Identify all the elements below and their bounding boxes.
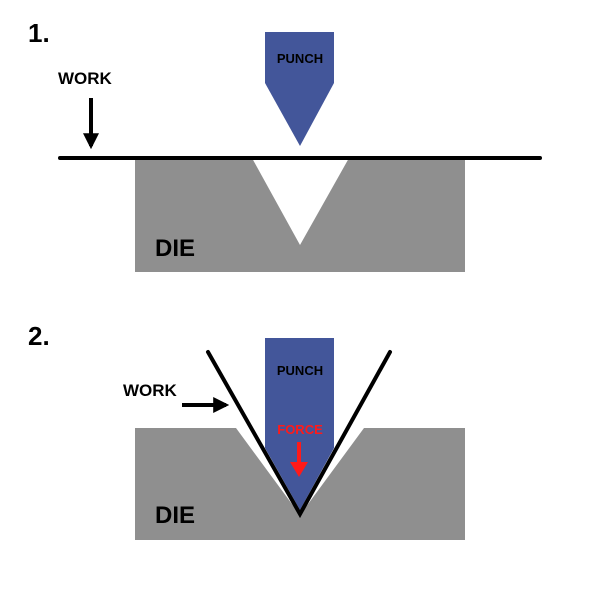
punch-label-step-1: PUNCH — [277, 51, 323, 66]
die-label-step-2: DIE — [155, 502, 195, 529]
work-label-step-1: WORK — [58, 69, 113, 88]
work-sheet-step-2 — [206, 350, 392, 519]
step-2-number: 2. — [28, 321, 50, 351]
work-label-step-2: WORK — [123, 381, 178, 400]
force-label: FORCE — [277, 422, 323, 437]
step-1: 1. DIE PUNCH WORK — [28, 18, 542, 272]
die-step-1 — [135, 158, 465, 272]
punch-step-2 — [265, 338, 334, 510]
step-1-number: 1. — [28, 18, 50, 48]
die-step-2 — [135, 428, 465, 540]
punch-step-1 — [265, 32, 334, 146]
step-2: 2. DIE PUNCH FORCE WORK — [28, 321, 465, 540]
force-arrow-head — [290, 462, 308, 477]
punch-label-step-2: PUNCH — [277, 363, 323, 378]
die-label-step-1: DIE — [155, 235, 195, 262]
